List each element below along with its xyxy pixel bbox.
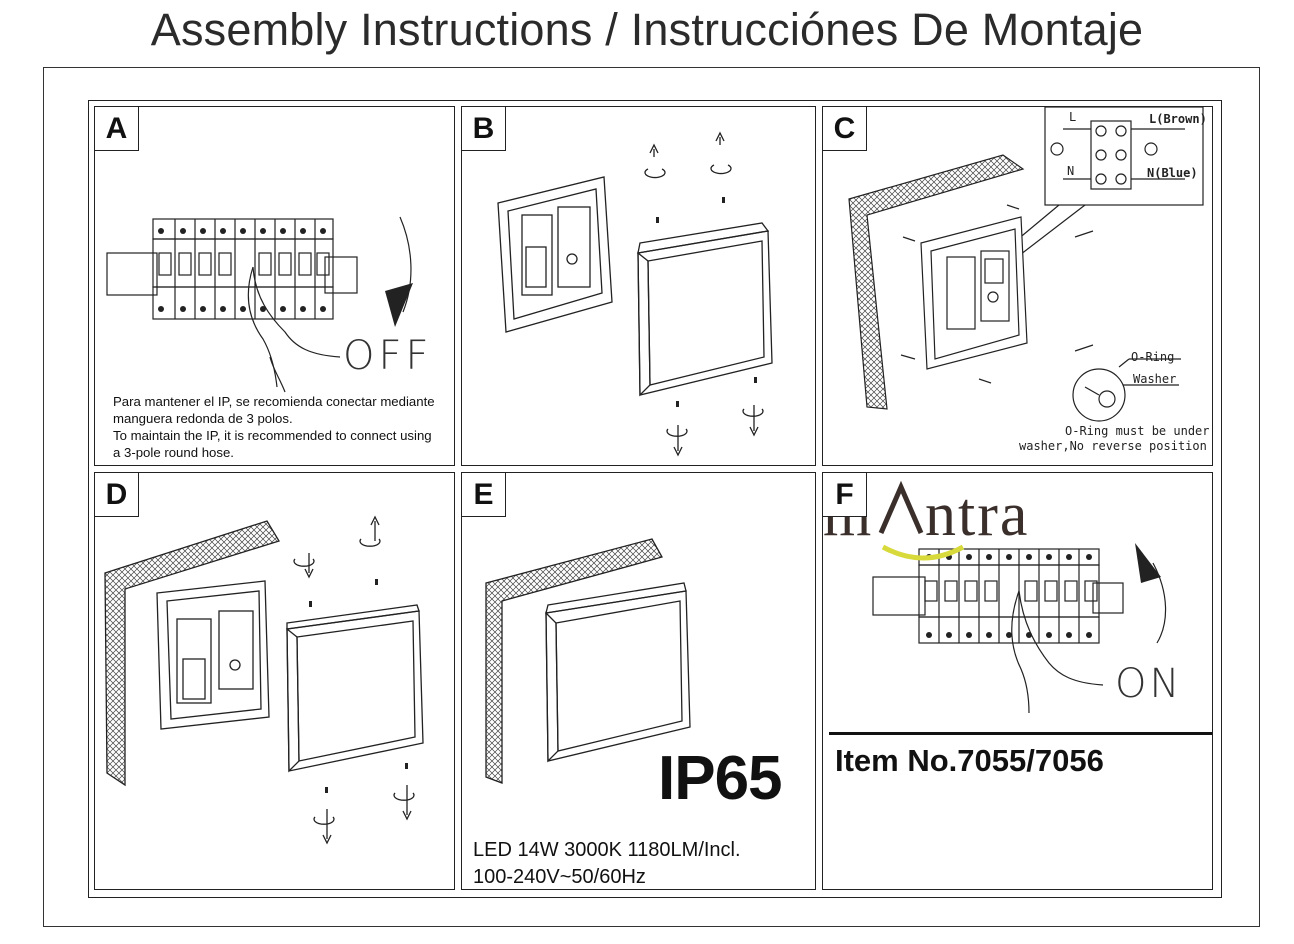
svg-text:ntra: ntra	[925, 481, 1029, 549]
panel-label: A	[95, 107, 139, 151]
outer-frame	[43, 67, 1260, 927]
panel-label: E	[462, 473, 506, 517]
panel-e: E IP65 LED 14W 3000K 1180LM/Incl. 100-24…	[461, 472, 816, 890]
wiring-illustration: L N L(Brown) N(Blue) O-Ring Washer O-Rin…	[848, 107, 1210, 453]
note-line: To maintain the IP, it is recommended to…	[113, 428, 432, 443]
note-line: a 3-pole round hose.	[113, 445, 234, 460]
panel-label: C	[823, 107, 867, 151]
brown-wire-label: L(Brown)	[1149, 112, 1207, 126]
separator-line	[829, 732, 1212, 735]
spec-line: 100-240V~50/60Hz	[473, 866, 646, 888]
panel-f: F ON I	[822, 472, 1213, 890]
page-title: Assembly Instructions / Instrucciónes De…	[150, 4, 1144, 55]
connection-note: Para mantener el IP, se recomienda conec…	[113, 393, 454, 461]
panel-label: D	[95, 473, 139, 517]
attach-housing-illustration	[104, 515, 424, 845]
panel-grid	[88, 100, 1222, 898]
oring-label: O-Ring	[1131, 350, 1174, 364]
warning-line: washer,No reverse position	[1019, 439, 1207, 453]
off-text: OFF	[343, 333, 433, 379]
note-line: Para mantener el IP, se recomienda conec…	[113, 394, 435, 409]
washer-label: Washer	[1133, 372, 1176, 386]
terminal-l-label: L	[1069, 110, 1076, 124]
spec-line: LED 14W 3000K 1180LM/Incl.	[473, 839, 741, 861]
ip-rating: IP65	[658, 744, 783, 813]
warning-line: O-Ring must be under	[1065, 424, 1210, 438]
on-text: ON	[1115, 661, 1183, 707]
panel-c: C	[822, 106, 1213, 466]
panel-label: F	[823, 473, 867, 517]
terminal-n-label: N	[1067, 164, 1074, 178]
panel-b: B	[461, 106, 816, 466]
breaker-on-illustration	[872, 543, 1167, 714]
panel-a: A OF	[94, 106, 455, 466]
note-line: manguera redonda de 3 polos.	[113, 411, 293, 426]
breaker-off-illustration	[106, 216, 413, 393]
panel-label: B	[462, 107, 506, 151]
panel-d: D	[94, 472, 455, 890]
blue-wire-label: N(Blue)	[1147, 166, 1198, 180]
item-number: Item No.7055/7056	[835, 743, 1104, 778]
electrical-spec: LED 14W 3000K 1180LM/Incl. 100-240V~50/6…	[473, 837, 741, 889]
installed-fixture-illustration	[485, 538, 691, 784]
mounting-plate-illustration	[497, 131, 773, 457]
